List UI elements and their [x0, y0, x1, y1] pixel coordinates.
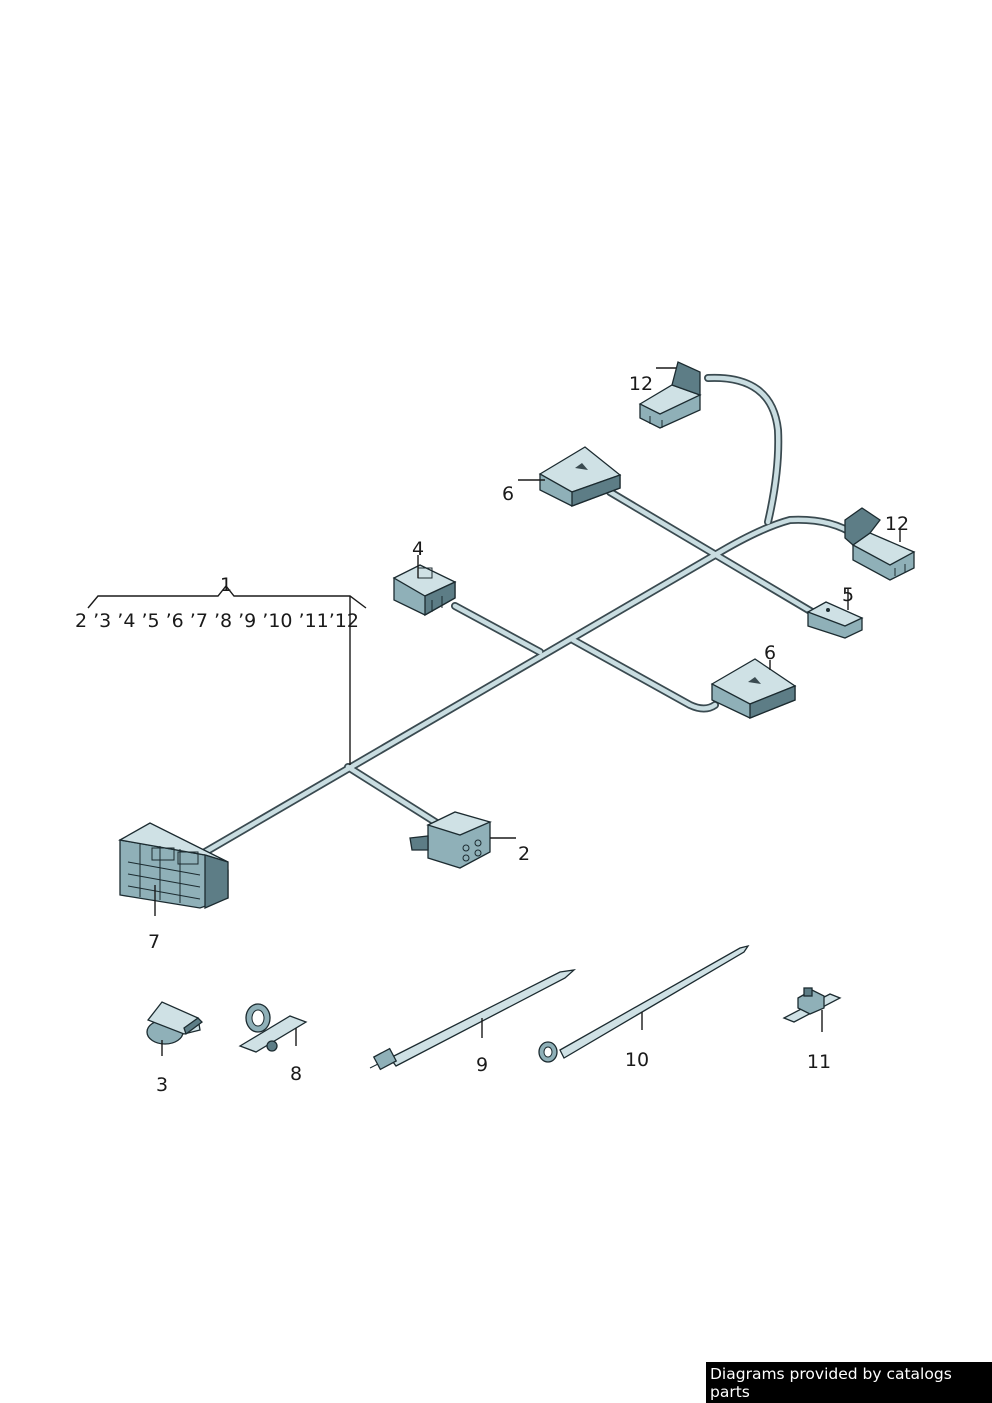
- callout-2: 2: [518, 843, 530, 865]
- group-number: 1: [220, 574, 232, 596]
- connector-6-upper: [538, 446, 622, 507]
- connector-12-right: [844, 507, 916, 581]
- part-11-holder: [782, 987, 842, 1023]
- callout-5: 5: [842, 584, 854, 606]
- callout-11: 11: [807, 1051, 831, 1073]
- callout-12-upper: 12: [629, 373, 653, 395]
- leader-lines: [87, 367, 901, 1056]
- group-members: 2 ’3 ’4 ’5 ’6 ’7 ’8 ’9 ’10 ’11’12: [75, 610, 359, 632]
- connector-7: [118, 822, 229, 909]
- callout-10: 10: [625, 1049, 649, 1071]
- callout-6-upper: 6: [502, 483, 514, 505]
- attribution-banner: Diagrams provided by catalogs parts: [706, 1362, 992, 1403]
- connector-5: [806, 601, 864, 639]
- part-8-clip: [238, 1003, 308, 1053]
- attribution-text: Diagrams provided by catalogs parts: [710, 1364, 952, 1401]
- connector-6-lower: [710, 658, 797, 719]
- connector-4: [392, 564, 457, 617]
- part-3-clip: [146, 1001, 203, 1045]
- callout-6-lower: 6: [764, 642, 776, 664]
- part-10-cable-tie: [538, 944, 750, 1063]
- callout-3: 3: [156, 1074, 168, 1096]
- callout-4: 4: [412, 538, 424, 560]
- callout-8: 8: [290, 1063, 302, 1085]
- callout-7: 7: [148, 931, 160, 953]
- callout-9: 9: [476, 1054, 488, 1076]
- callout-12-right: 12: [885, 513, 909, 535]
- connector-2: [409, 811, 492, 869]
- wiring-harness: [196, 373, 859, 859]
- connector-12-upper: [638, 361, 702, 429]
